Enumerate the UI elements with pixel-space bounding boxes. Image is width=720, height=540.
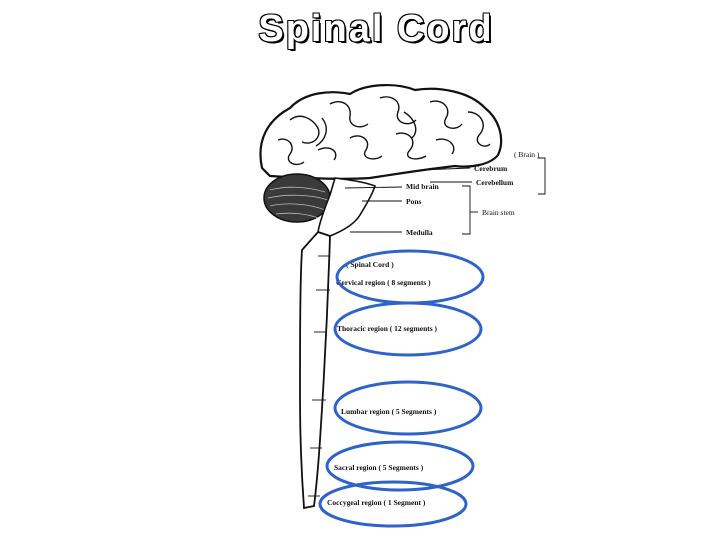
highlight-coccygeal (318, 480, 468, 528)
highlight-thoracic (333, 301, 483, 357)
cerebellum-folia (267, 186, 329, 219)
slide-title: Spinal Cord (258, 8, 494, 50)
label-lumbar: Lumbar region ( 5 Segments ) (341, 407, 437, 416)
label-sacral: Sacral region ( 5 Segments ) (334, 463, 424, 472)
label-pons: Pons (406, 197, 422, 206)
leader-lines (308, 157, 546, 497)
label-brain-stem: Brain stem (482, 208, 515, 217)
label-cervical: Cervical region ( 8 segments ) (336, 278, 431, 287)
label-coccygeal: Coccygeal region ( 1 Segment ) (327, 498, 426, 507)
label-spinal-cord: ( Spinal Cord ) (346, 260, 394, 269)
label-brain: ( Brain ) (514, 150, 540, 159)
highlight-sacral (325, 440, 475, 492)
label-mid-brain: Mid brain (406, 182, 440, 191)
brain-stem-outline (317, 177, 376, 237)
highlight-lumbar (333, 380, 483, 436)
label-cerebellum: Cerebellum (476, 178, 514, 187)
label-medulla: Medulla (406, 228, 433, 237)
highlight-ellipses (318, 249, 485, 528)
spinal-cord-body (299, 230, 331, 510)
highlight-cervical (335, 249, 485, 305)
label-thoracic: Thoracic region ( 12 segments ) (337, 324, 438, 333)
cerebrum-gyri (277, 96, 491, 166)
label-cerebrum: Cerebrum (474, 164, 508, 173)
cerebrum-outline (259, 83, 503, 180)
